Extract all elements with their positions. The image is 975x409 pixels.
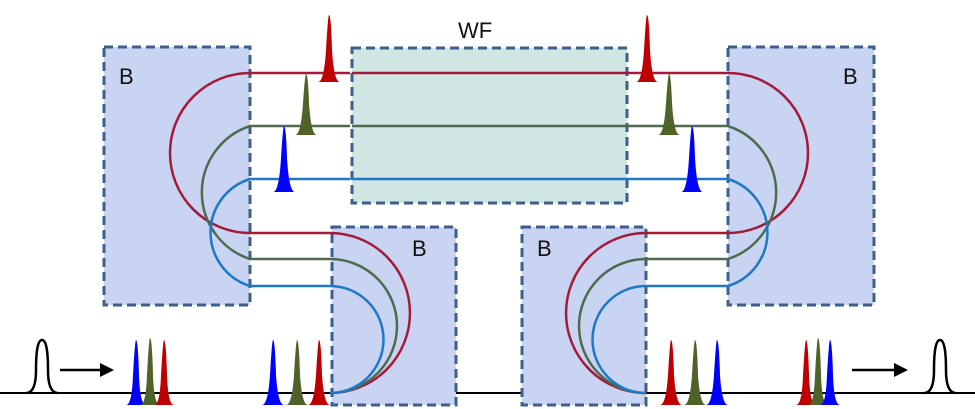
pulse-group-mid-left	[262, 340, 330, 405]
b-box-left-top	[102, 45, 252, 307]
output-arrow-head	[894, 363, 908, 377]
red-pulse	[308, 340, 330, 405]
red-path-right	[564, 71, 810, 395]
output-pulse-outline	[923, 338, 957, 395]
pulse-group-output	[796, 338, 840, 405]
red-pulse-top-left	[318, 15, 340, 82]
red-pulse	[660, 340, 682, 405]
pulse-group-input	[126, 338, 174, 405]
red-pulse	[796, 340, 816, 405]
blue-pulse	[262, 340, 284, 405]
red-pulse	[154, 340, 174, 405]
green-pulse	[684, 340, 706, 405]
blue-path-left	[209, 177, 385, 395]
green-pulse	[140, 338, 160, 405]
green-path-right	[577, 124, 778, 395]
red-pulse-top-right	[636, 15, 658, 82]
input-arrow-head	[100, 363, 114, 377]
b-label-left-top: B	[119, 64, 134, 89]
blue-pulse	[706, 340, 728, 405]
input-pulse-outline	[25, 338, 59, 395]
red-path-left	[168, 71, 412, 395]
green-pulse	[808, 338, 828, 405]
green-path-left	[200, 124, 399, 395]
b-box-right-bottom	[520, 225, 648, 407]
blue-pulse-top-right	[681, 126, 703, 192]
blue-pulse	[126, 340, 146, 405]
b-label-left-bottom: B	[412, 236, 427, 261]
blue-pulse	[820, 340, 840, 405]
blue-pulse-top-left	[273, 126, 295, 192]
green-pulse-top-right	[658, 74, 680, 135]
b-label-right-top: B	[843, 64, 858, 89]
green-pulse-top-left	[295, 74, 317, 135]
blue-path-right	[591, 177, 769, 395]
b-box-right-top	[726, 45, 876, 307]
green-pulse	[286, 340, 308, 405]
wf-label: WF	[458, 18, 492, 43]
b-box-left-bottom	[330, 225, 458, 407]
pulse-group-mid-right	[660, 340, 728, 405]
b-label-right-bottom: B	[537, 236, 552, 261]
